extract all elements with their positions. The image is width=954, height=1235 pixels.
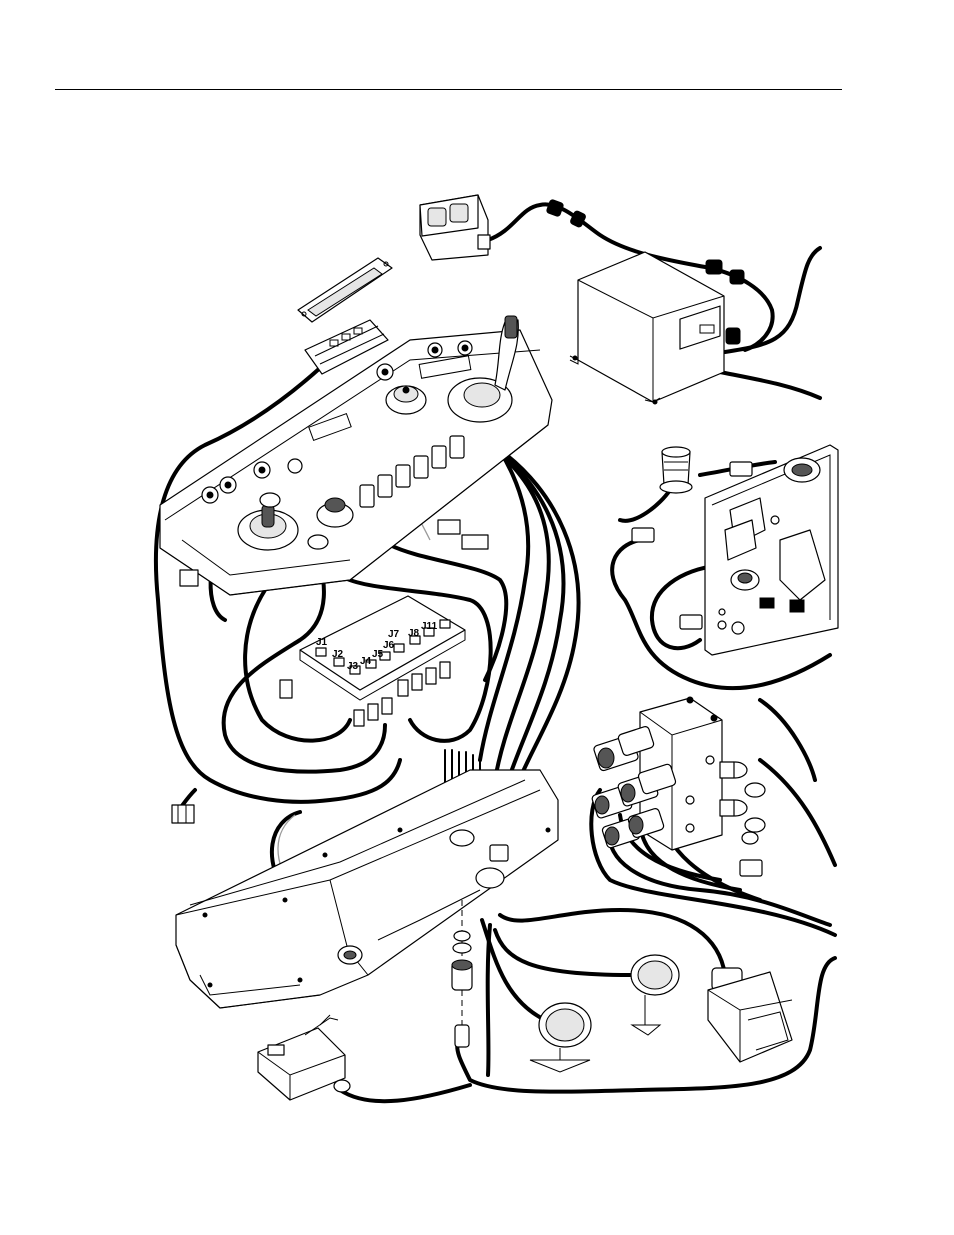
- label-j4: J4: [360, 656, 372, 667]
- label-j8: J8: [408, 628, 420, 639]
- loose-connector-left: [172, 805, 194, 823]
- label-j11: J11: [421, 621, 438, 632]
- gauge-small: [631, 955, 679, 1035]
- limit-switch: [258, 1015, 350, 1100]
- label-j5: J5: [372, 649, 384, 660]
- control-console: [160, 316, 552, 595]
- circuit-board: [280, 596, 465, 726]
- label-j1: J1: [316, 637, 328, 648]
- gauge-large: [530, 1003, 591, 1072]
- bulkhead-fittings: [452, 900, 472, 1050]
- outlet-box: [420, 195, 490, 260]
- label-j3: J3: [347, 661, 359, 672]
- label-j6: J6: [383, 640, 395, 651]
- label-j2: J2: [332, 649, 344, 660]
- valve-connector: [740, 860, 762, 876]
- overlay-label: [298, 258, 392, 322]
- label-j7: J7: [388, 629, 400, 640]
- rotary-knob: [386, 386, 426, 414]
- emergency-control-panel: [680, 445, 838, 655]
- foot-switch: [708, 968, 792, 1062]
- key-switch: [308, 535, 328, 549]
- power-module: [570, 252, 724, 404]
